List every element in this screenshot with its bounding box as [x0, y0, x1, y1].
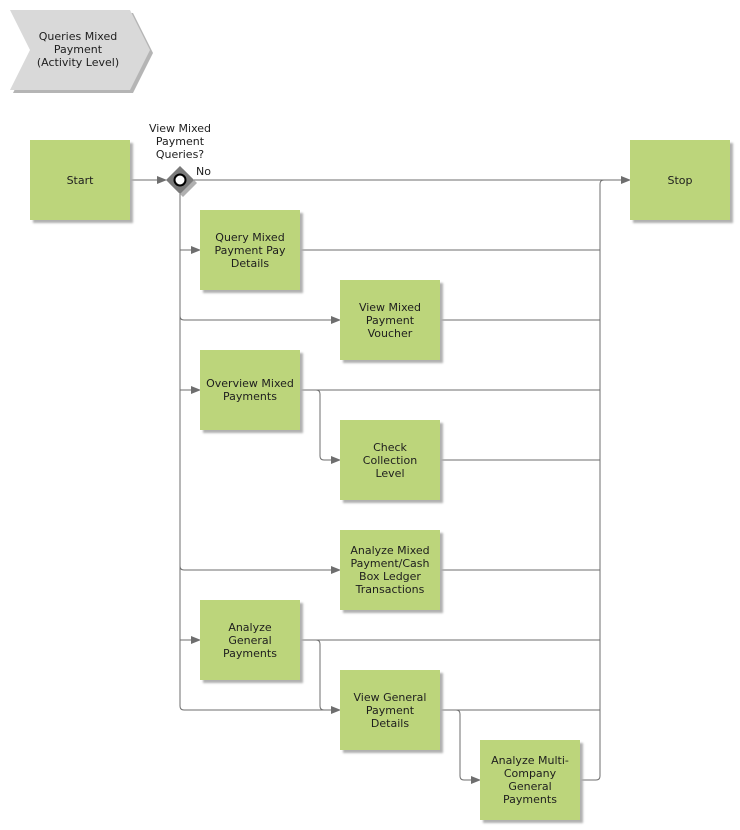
query-pay-details-label: Query Mixed Payment Pay Details [214, 230, 286, 270]
connector-out-multi [580, 179, 605, 781]
view-voucher-label: View Mixed Payment Voucher [358, 300, 422, 340]
stop-node[interactable]: Stop [630, 140, 730, 220]
connector-overview-check [300, 389, 341, 464]
analyze-general-label: Analyze General Payments [223, 620, 277, 660]
check-collection-label: Check Collection Level [362, 440, 418, 480]
analyze-multi-company-label: Analyze Multi- Company General Payments [491, 754, 569, 806]
connector-to-analyze-cash-box [179, 565, 341, 574]
connector-to-view-voucher [179, 315, 341, 324]
view-general-details-node[interactable]: View General Payment Details [340, 670, 440, 750]
view-voucher-node[interactable]: View Mixed Payment Voucher [340, 280, 440, 360]
connector-details-multi [440, 709, 481, 784]
process-title-shape-front [10, 10, 150, 90]
analyze-cash-box-node[interactable]: Analyze Mixed Payment/Cash Box Ledger Tr… [340, 530, 440, 610]
check-collection-node[interactable]: Check Collection Level [340, 420, 440, 500]
analyze-multi-company-node[interactable]: Analyze Multi- Company General Payments [480, 740, 580, 820]
query-pay-details-node[interactable]: Query Mixed Payment Pay Details [200, 210, 300, 290]
connector-general-details [300, 639, 340, 711]
gateway-question: View Mixed Payment Queries? [148, 122, 212, 161]
start-node[interactable]: Start [30, 140, 130, 220]
analyze-cash-box-label: Analyze Mixed Payment/Cash Box Ledger Tr… [350, 544, 430, 596]
overview-label: Overview Mixed Payments [206, 377, 294, 403]
connector-trunk [179, 194, 341, 714]
analyze-general-node[interactable]: Analyze General Payments [200, 600, 300, 680]
gateway-circle [173, 173, 187, 187]
overview-node[interactable]: Overview Mixed Payments [200, 350, 300, 430]
gateway-no-label: No [196, 165, 211, 178]
view-general-details-label: View General Payment Details [353, 690, 427, 730]
stop-label: Stop [667, 173, 693, 187]
start-label: Start [66, 173, 94, 187]
process-title: Queries Mixed Payment (Activity Level) [36, 30, 120, 69]
